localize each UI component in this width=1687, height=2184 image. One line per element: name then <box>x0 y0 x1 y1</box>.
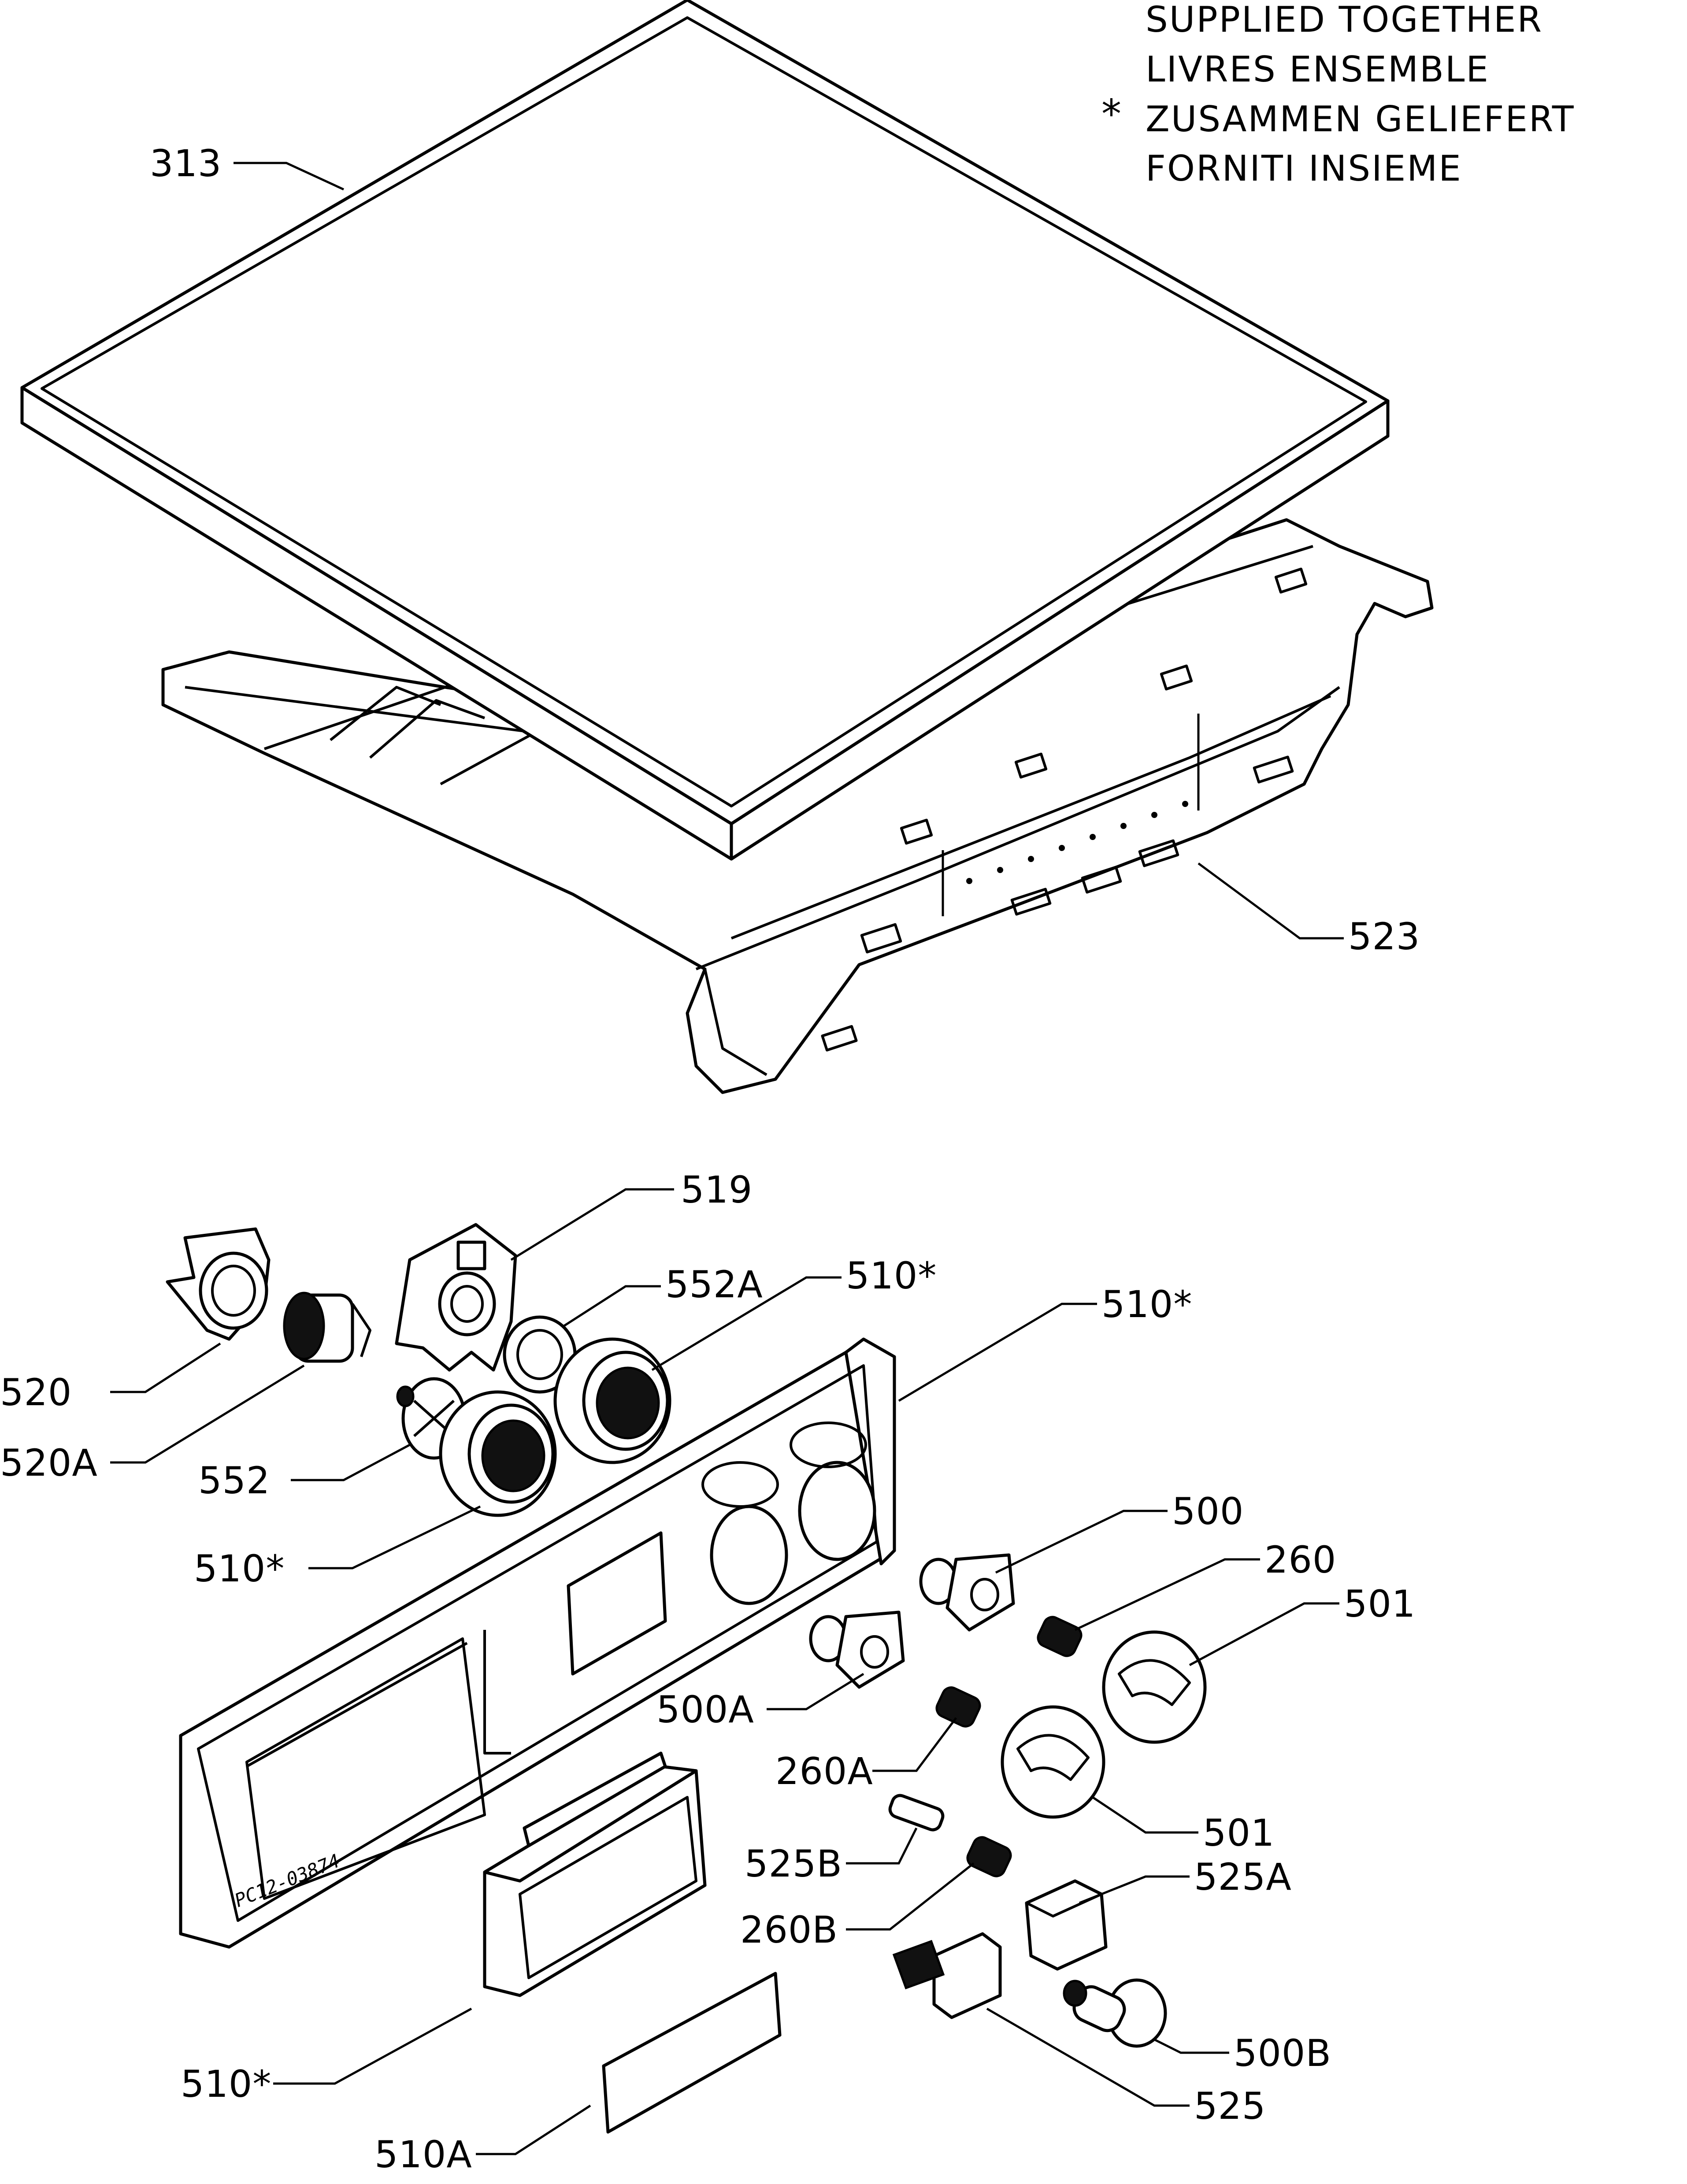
label-520: 520 <box>0 1371 72 1414</box>
part-525B-pin <box>888 1794 945 1832</box>
label-552A: 552A <box>665 1263 763 1306</box>
label-510-handle: 510* <box>181 2062 271 2106</box>
part-510A-label <box>602 1972 782 2134</box>
part-260A-spring <box>935 1686 981 1728</box>
label-260A: 260A <box>775 1750 873 1793</box>
part-labels: 313 523 519 552A 510* 510* 520 520A 552 … <box>0 142 1420 2176</box>
label-523: 523 <box>1348 915 1420 958</box>
label-510-lower: 510* <box>194 1547 285 1590</box>
part-500 <box>919 1553 1015 1632</box>
part-313-top-cover <box>20 0 1390 861</box>
label-525: 525 <box>1194 2084 1266 2128</box>
part-519 <box>395 1223 517 1372</box>
note-line-4: FORNITI INSIEME <box>1146 148 1462 189</box>
note-line-3: ZUSAMMEN GELIEFERT <box>1146 99 1575 140</box>
part-510-drawer-handle <box>483 1751 707 1997</box>
label-501-lower: 501 <box>1203 1811 1275 1855</box>
part-510-knob-lower <box>439 1390 557 1517</box>
part-501-knob-upper <box>1102 1630 1207 1744</box>
label-260: 260 <box>1264 1538 1336 1581</box>
part-260B-spring <box>966 1836 1012 1877</box>
label-552: 552 <box>198 1459 270 1502</box>
part-260-spring <box>1037 1616 1083 1657</box>
label-510-upper: 510* <box>846 1254 937 1297</box>
label-500: 500 <box>1172 1490 1244 1533</box>
note-line-1: SUPPLIED TOGETHER <box>1146 0 1543 40</box>
label-519: 519 <box>681 1168 753 1211</box>
part-525-switch <box>892 1932 1002 2019</box>
label-520A: 520A <box>0 1441 98 1484</box>
supplied-together-note: SUPPLIED TOGETHER LIVRES ENSEMBLE * ZUSA… <box>1101 0 1575 189</box>
part-500A <box>809 1610 905 1689</box>
part-500B <box>1063 1978 1167 2048</box>
label-525B: 525B <box>745 1842 842 1885</box>
label-500B: 500B <box>1234 2032 1331 2075</box>
part-510-front-panel <box>179 1337 896 1949</box>
part-520 <box>166 1227 271 1341</box>
label-510A: 510A <box>374 2133 472 2176</box>
part-501-knob-lower <box>1001 1705 1105 1819</box>
part-510-knob-upper <box>553 1337 671 1464</box>
frame-dot-row <box>966 801 1188 884</box>
note-asterisk: * <box>1101 91 1123 137</box>
label-501-upper: 501 <box>1344 1582 1416 1625</box>
label-260B: 260B <box>740 1908 838 1951</box>
label-510-panel: 510* <box>1101 1283 1192 1326</box>
label-313: 313 <box>150 142 222 185</box>
label-500A: 500A <box>656 1688 754 1731</box>
part-520A <box>283 1292 371 1363</box>
leader-lines <box>110 162 1344 2155</box>
note-line-2: LIVRES ENSEMBLE <box>1146 49 1490 90</box>
part-525A-cap <box>1025 1879 1108 1971</box>
label-525A: 525A <box>1194 1855 1292 1899</box>
